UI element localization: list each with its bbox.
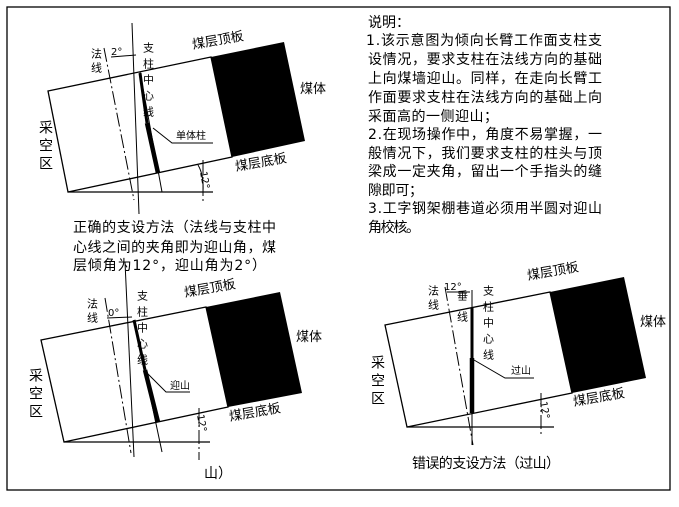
prop-upper — [132, 319, 147, 371]
prop-leader-line — [152, 127, 213, 144]
caption: 错误的支设方法（过山） — [412, 456, 560, 472]
prop-column — [142, 369, 161, 423]
normal-line — [444, 286, 474, 446]
prop-label: 过山 — [511, 364, 531, 377]
diagram-wrong: 垂线 法线 12° 支柱中心线 煤层顶板 煤体 煤层底板 采空区 过山 12° … — [369, 260, 666, 472]
caption-line: 层倾角为12°，迎山角为2°） — [73, 258, 266, 274]
normal-line-label: 法线 — [427, 284, 440, 313]
prop-leader-line — [145, 371, 190, 393]
angle-arrow — [110, 54, 137, 58]
vertical-line — [131, 22, 140, 215]
coal-body-label: 煤体 — [640, 315, 666, 330]
goaf-label: 采空区 — [27, 368, 43, 422]
frame-border — [6, 6, 671, 491]
prop-label: 迎山 — [170, 380, 190, 392]
prop-label: 单体柱 — [176, 129, 206, 142]
explanation-line: 设情况，要求支柱在法线方向的基础 — [368, 51, 602, 68]
roof-label: 煤层顶板 — [526, 260, 580, 284]
dip-angle-arc — [197, 164, 204, 193]
goaf-label: 采空区 — [369, 355, 385, 409]
caption-line: 心线之间的夹角即为迎山角，煤 — [73, 240, 276, 256]
dip-angle-label: 12° — [197, 171, 211, 190]
support-angle-label: 12° — [444, 282, 462, 293]
support-angle-label: 2° — [111, 47, 122, 58]
normal-line-label: 法线 — [90, 47, 103, 76]
explanation-line: 1.该示意图为倾向长臂工作面支柱支 — [366, 32, 602, 49]
prop-leader-line — [473, 359, 534, 379]
normal-line — [104, 297, 132, 454]
coal-body-label: 煤体 — [296, 330, 322, 345]
explanation-line: 梁成一定夹角，留出一个手指头的缝 — [368, 164, 602, 180]
explanation-line: 般情况下，我们要求支柱的柱头与顶 — [368, 146, 602, 162]
goaf-label: 采空区 — [37, 120, 53, 174]
explanation-line: 上向煤墙迎山。同样，在走向长臂工 — [368, 71, 602, 87]
vertical-line — [124, 261, 135, 458]
support-center-line-label: 支柱中心线 — [136, 290, 149, 370]
explanation-line: 角校核。 — [368, 219, 420, 236]
explanation-line: 2.在现场操作中，角度不易掌握，一 — [368, 127, 602, 143]
support-angle-label: 0° — [108, 308, 119, 319]
dip-angle-label: 12° — [537, 401, 551, 420]
normal-line-label: 法线 — [86, 297, 99, 326]
roof-label: 煤层顶板 — [191, 29, 245, 53]
explanation-line: 采面高的一侧迎山； — [368, 108, 498, 125]
caption-line: 正确的支设方法（法线与支柱中 — [73, 220, 276, 236]
prop-column — [144, 122, 161, 174]
explanation-block: 说明： 1.该示意图为倾向长臂工作面支柱支 设情况，要求支柱在法线方向的基础 上… — [366, 15, 602, 236]
explanation-line: 隙即可； — [368, 183, 423, 199]
explanation-title: 说明： — [368, 15, 410, 31]
coal-body-block — [211, 42, 305, 157]
roof-label: 煤层顶板 — [183, 277, 237, 301]
normal-line — [103, 47, 135, 201]
diagram-zero-angle: 法线 0° 支柱中心线 煤层顶板 煤体 煤层底板 采空区 迎山 12° 山） — [27, 261, 322, 482]
explanation-line: 作面要求支柱在法线方向的基础上向 — [368, 89, 602, 106]
coal-body-block — [206, 292, 302, 407]
caption-partial: 山） — [204, 466, 232, 482]
coal-body-block — [550, 277, 646, 393]
support-center-line-label: 支柱中心线 — [142, 42, 155, 122]
vertical-line-label: 垂线 — [456, 290, 469, 332]
support-center-line-label: 支柱中心线 — [482, 285, 495, 365]
prop-upper — [138, 72, 149, 124]
diagram-correct: 法线 2° 支柱中心线 煤层顶板 煤体 煤层底板 采空区 单体柱 12° 正确的… — [37, 22, 326, 274]
coal-body-label: 煤体 — [300, 82, 326, 97]
dip-angle-label: 12° — [194, 414, 208, 433]
angle-arrow — [106, 316, 133, 319]
explanation-line: 3.工字钢架棚巷道必须用半圆对迎山 — [368, 201, 602, 217]
